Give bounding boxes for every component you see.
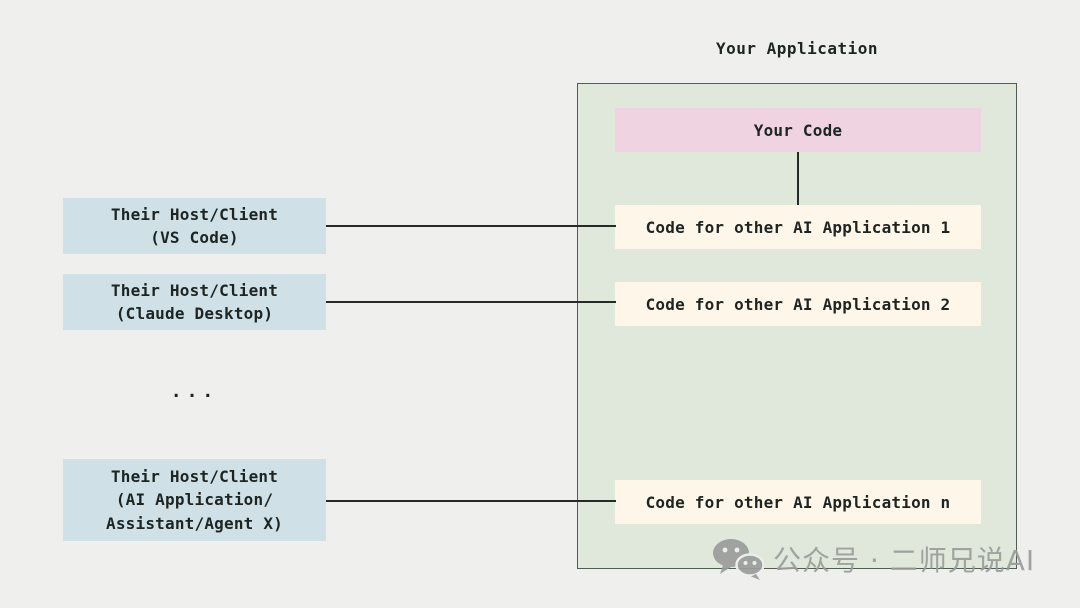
client-box-vscode: Their Host/Client (VS Code) [63,198,326,254]
client-box-claude-desktop-line1: Their Host/Client [110,281,279,300]
app-code-box-2: Code for other AI Application 2 [615,282,981,326]
client-box-vscode-line2: (VS Code) [150,228,239,247]
client-box-claude-desktop-line2: (Claude Desktop) [115,304,274,323]
client-box-agent-x-line1: Their Host/Client [110,466,279,486]
client-box-claude-desktop: Their Host/Client (Claude Desktop) [63,274,326,330]
client-box-agent-x-line3: Assistant/Agent X) [106,513,283,533]
your-application-container: Your Code Code for other AI Application … [577,83,1017,569]
clients-ellipsis: ... [170,381,219,402]
app-code-box-1: Code for other AI Application 1 [615,205,981,249]
connector-your-code-vertical [797,152,799,205]
app-code-box-n: Code for other AI Application n [615,480,981,524]
watermark: 公众号 · 二师兄说AI [712,538,1035,580]
connector-line-n [326,500,616,502]
diagram-title: Your Application [715,39,879,58]
your-code-box: Your Code [615,108,981,152]
client-box-vscode-line1: Their Host/Client [110,205,279,224]
client-box-agent-x-line2: (AI Application/ [115,490,274,510]
wechat-icon [712,538,764,580]
connector-line-1 [326,225,616,227]
watermark-text: 公众号 · 二师兄说AI [773,544,1036,577]
connector-line-2 [326,301,616,303]
client-box-agent-x: Their Host/Client (AI Application/ Assis… [63,459,326,541]
